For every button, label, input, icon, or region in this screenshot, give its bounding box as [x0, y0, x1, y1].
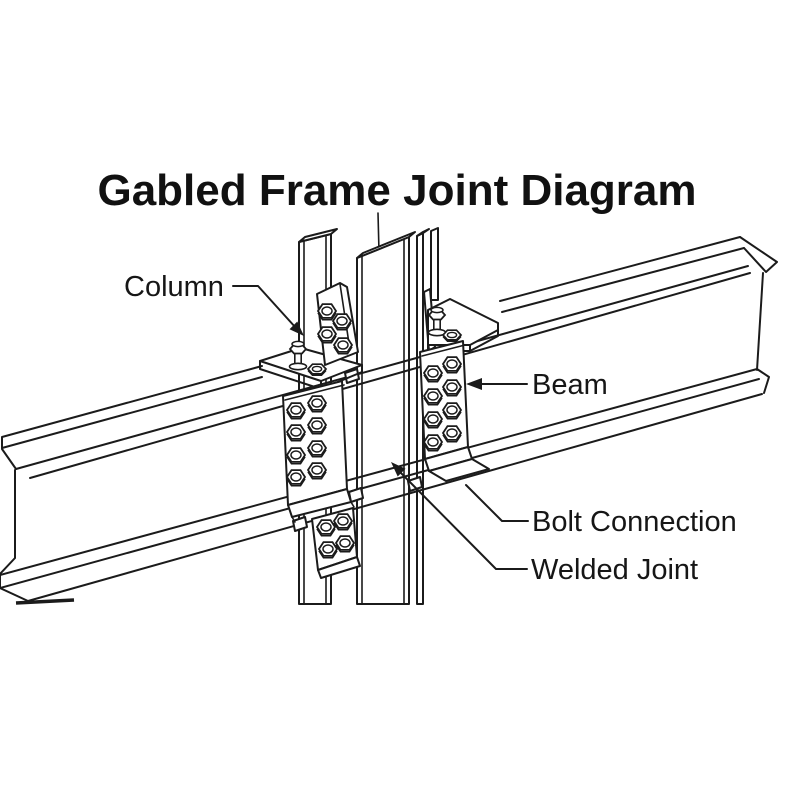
- bolt: [423, 434, 443, 452]
- bolt: [423, 365, 443, 383]
- bolt: [286, 447, 306, 465]
- bolt: [423, 411, 443, 429]
- bolt-connection-label: Bolt Connection: [532, 506, 737, 538]
- beam-left-end: [0, 448, 29, 602]
- beam-top-flange-right: [499, 236, 745, 313]
- bolt: [318, 541, 338, 559]
- beam-arrowhead-icon: [466, 378, 482, 390]
- column-label: Column: [124, 271, 224, 303]
- bolt: [307, 440, 327, 458]
- bolt: [332, 313, 352, 331]
- beam-right-end: [739, 236, 778, 394]
- bolt: [442, 425, 462, 443]
- bolt: [442, 379, 462, 397]
- beam-top-flange-left: [1, 365, 263, 449]
- beam-bottom-flange: [0, 368, 763, 602]
- bolt: [442, 356, 462, 374]
- welded-joint-label: Welded Joint: [531, 554, 698, 586]
- bolt: [317, 303, 337, 321]
- bolt: [442, 402, 462, 420]
- leaders-and-labels: Gabled Frame Joint Diagram Column Beam B…: [97, 166, 736, 586]
- diagram-title: Gabled Frame Joint Diagram: [97, 166, 696, 215]
- column-leader-line: [232, 285, 297, 329]
- beam-front-lines: [0, 265, 763, 605]
- bolt: [423, 388, 443, 406]
- bolt: [286, 469, 306, 487]
- beam-top-flange-underside: [15, 265, 751, 479]
- column-arrowhead-icon: [289, 321, 304, 336]
- column-front-flange: [356, 231, 416, 605]
- weld-collar-2: [292, 516, 308, 532]
- bolt: [333, 337, 353, 355]
- bolt: [442, 329, 462, 343]
- bolt: [307, 417, 327, 435]
- bolt: [333, 513, 353, 531]
- bolt: [307, 462, 327, 480]
- bolt: [316, 519, 336, 537]
- beam-shadow-line: [15, 598, 75, 605]
- bolt: [307, 395, 327, 413]
- beam-label: Beam: [532, 369, 608, 401]
- welded-joint-leader-line: [398, 470, 528, 570]
- bolt: [307, 363, 327, 377]
- column-top-line: [377, 212, 380, 253]
- welded-joint-arrowhead-icon: [391, 462, 406, 477]
- weld-collar-4: [407, 476, 423, 492]
- bolt: [335, 535, 355, 553]
- bolt: [286, 424, 306, 442]
- bolt: [317, 326, 337, 344]
- bolt: [286, 402, 306, 420]
- bolt-connection-leader-line: [465, 484, 529, 522]
